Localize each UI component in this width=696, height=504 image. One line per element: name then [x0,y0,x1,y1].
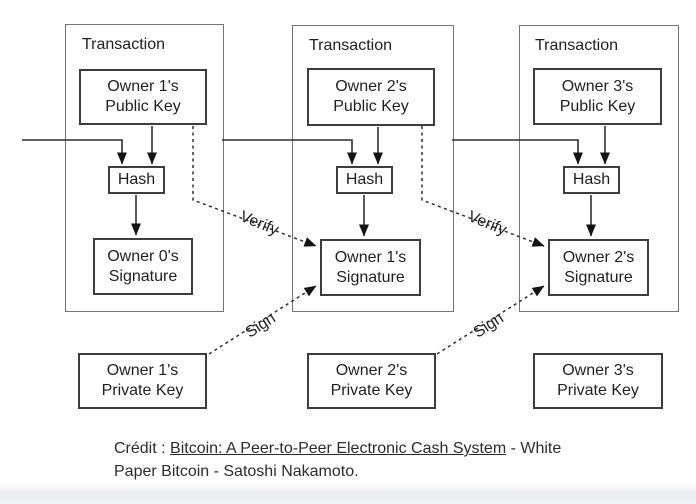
public-key-box-1: Owner 1's Public Key [79,69,207,125]
transaction-title-2: Transaction [309,37,392,54]
sign-label-1: Sign [242,309,279,342]
hash-box-1: Hash [108,166,165,194]
private-key-box-2: Owner 2's Private Key [307,353,436,409]
hash-box-2: Hash [336,166,393,194]
verify-label-2: Verify [465,208,509,239]
credit-line-2: Paper Bitcoin - Satoshi Nakamoto. [114,463,359,480]
signature-box-3: Owner 2's Signature [548,239,649,296]
private-key-box-1: Owner 1's Private Key [78,353,207,409]
hash-box-3: Hash [563,166,620,194]
public-key-box-2: Owner 2's Public Key [307,68,435,126]
signature-box-2: Owner 1's Signature [320,239,421,296]
verify-label-1: Verify [237,208,281,239]
credit-prefix: Crédit : [114,440,171,457]
credit-text: Crédit : Bitcoin: A Peer-to-Peer Electro… [114,437,561,483]
signature-box-1: Owner 0's Signature [93,238,193,295]
transaction-title-1: Transaction [82,36,165,53]
private-key-box-3: Owner 3's Private Key [533,353,663,409]
bottom-gradient [0,483,696,504]
sign-label-2: Sign [470,309,507,342]
credit-line-1: Crédit : Bitcoin: A Peer-to-Peer Electro… [114,437,561,460]
public-key-box-3: Owner 3's Public Key [533,68,662,125]
credit-suffix: - White [506,440,562,457]
transaction-title-3: Transaction [535,37,618,54]
credit-paper-title: Bitcoin: A Peer-to-Peer Electronic Cash … [170,440,507,457]
